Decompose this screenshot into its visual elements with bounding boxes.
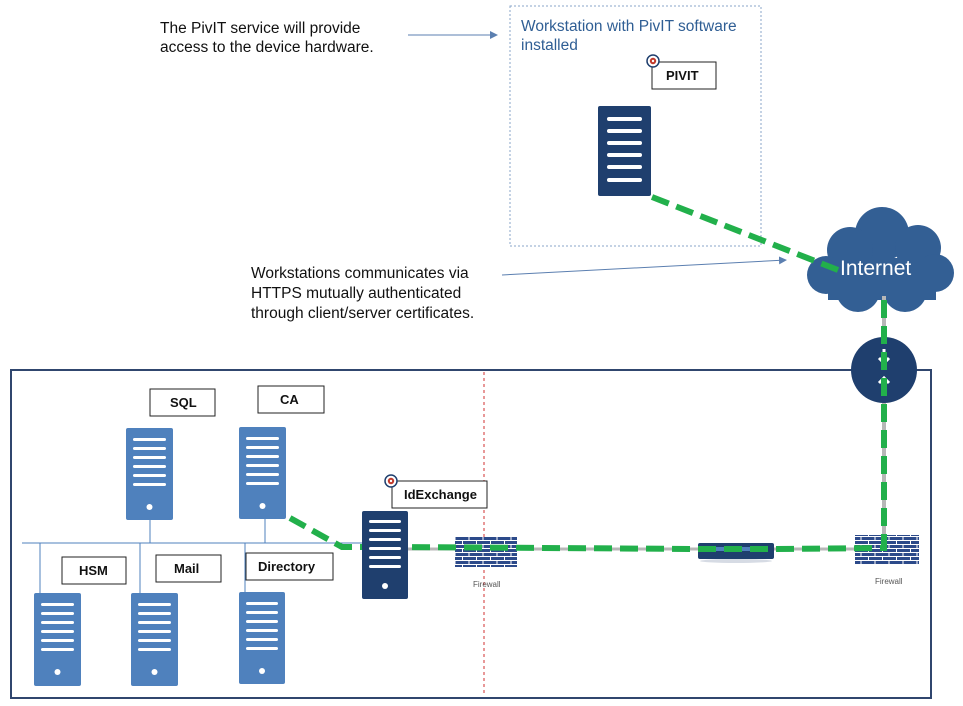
- workstation-title-line-2: installed: [521, 37, 578, 54]
- sql-server: [126, 428, 173, 520]
- hsm-label: HSM: [61, 556, 127, 585]
- firewall-perimeter-label: Firewall: [875, 577, 903, 586]
- workstation-server: [598, 106, 651, 196]
- pivit-logo-icon: [646, 54, 660, 68]
- mail-label-text: Mail: [174, 561, 199, 576]
- idexchange-server: [362, 511, 408, 599]
- ca-label: CA: [257, 385, 325, 414]
- directory-server: [239, 592, 285, 684]
- idexchange-label-text: IdExchange: [404, 487, 477, 502]
- internet-label: Internet: [840, 257, 911, 280]
- https-note: Workstations communicates via HTTPS mutu…: [251, 265, 474, 322]
- https-note-line-2: HTTPS mutually authenticated: [251, 285, 461, 302]
- pivit-label: PIVIT: [651, 61, 717, 90]
- workstation-box-title: Workstation with PivIT software installe…: [521, 18, 741, 54]
- mail-server: [131, 593, 178, 686]
- https-note-line-1: Workstations communicates via: [251, 265, 469, 282]
- firewall-dmz-icon: [455, 537, 517, 567]
- pivit-service-note-line-2: access to the device hardware.: [160, 39, 374, 56]
- https-connection-path: [288, 194, 887, 552]
- idexchange-logo-icon: [384, 474, 398, 488]
- workstation-box: [509, 5, 762, 247]
- pivit-label-text: PIVIT: [666, 68, 699, 83]
- ca-server: [239, 427, 286, 519]
- https-note-arrow: [501, 256, 787, 276]
- idexchange-label: IdExchange: [391, 480, 488, 509]
- pivit-service-note-line-1: The PivIT service will provide: [160, 20, 360, 37]
- firewall-dmz-label: Firewall: [473, 580, 501, 589]
- directory-label-text: Directory: [258, 559, 316, 574]
- internal-lan-bus: [22, 519, 362, 593]
- ca-label-text: CA: [280, 392, 299, 407]
- internet-cloud: [807, 207, 954, 312]
- mail-label: Mail: [155, 554, 222, 583]
- hsm-server: [34, 593, 81, 686]
- workstation-title-line-1: Workstation with PivIT software: [521, 18, 737, 35]
- sql-label-text: SQL: [170, 395, 197, 410]
- network-boundary-box: [10, 369, 932, 699]
- https-note-line-3: through client/server certificates.: [251, 305, 474, 322]
- directory-label: Directory: [245, 552, 334, 581]
- sql-label: SQL: [149, 388, 216, 417]
- pivit-service-note: The PivIT service will provide access to…: [160, 20, 374, 56]
- hsm-label-text: HSM: [79, 563, 108, 578]
